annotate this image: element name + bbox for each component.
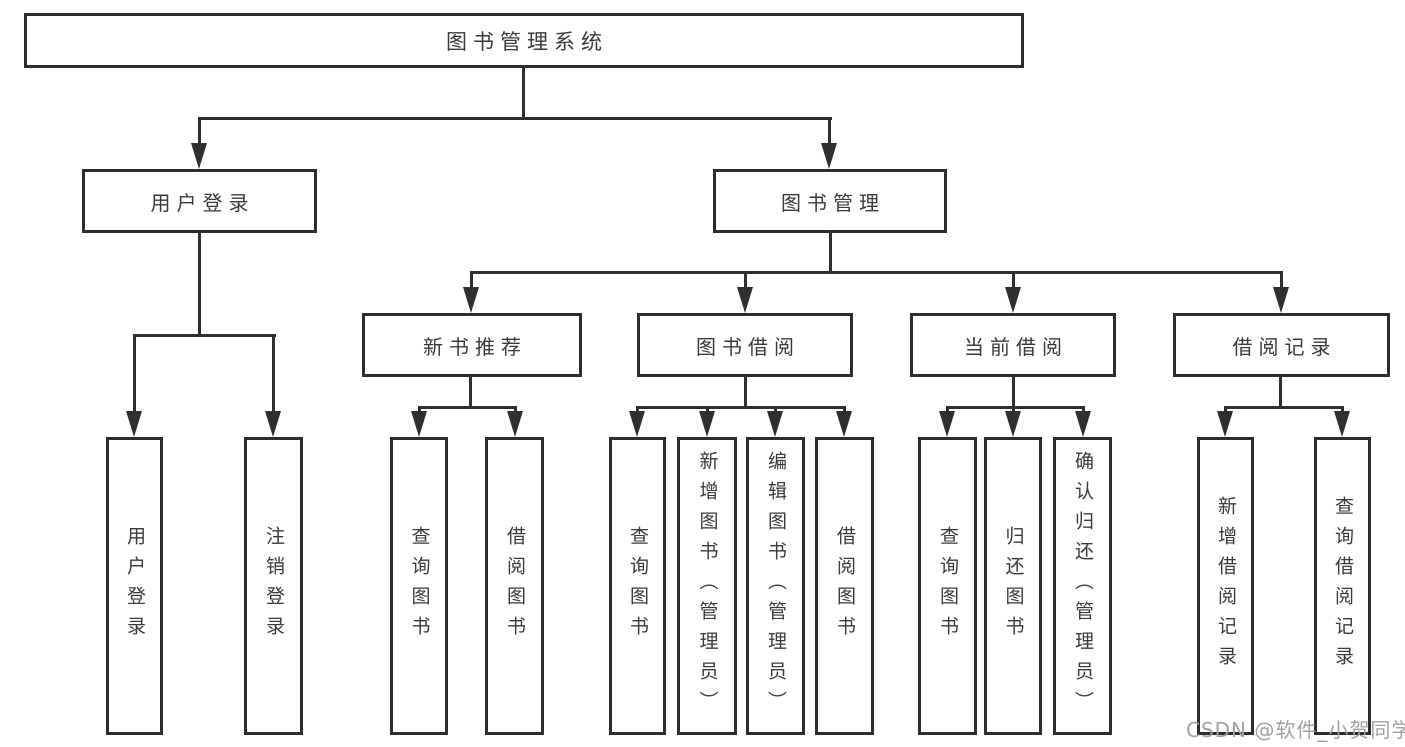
connector-records-stem: [1279, 376, 1282, 408]
arrow-down-user-login: [191, 117, 207, 169]
arrow-down-borrow-books-recommend: [507, 406, 523, 437]
connector-recommend-bar: [418, 406, 517, 409]
arrow-down-edit-book-admin: [767, 406, 783, 437]
csdn-watermark: CSDN @软件_小贺同学: [1186, 718, 1405, 742]
leaf-borrow-books-recommend: 借阅图书: [485, 437, 544, 735]
arrow-down-borrow-books: [836, 406, 852, 437]
node-book-borrowing: 图书借阅: [637, 313, 853, 377]
connector-borrowing-stem: [744, 376, 747, 408]
connector-root-bar: [198, 117, 832, 120]
connector-root-stem: [522, 68, 525, 118]
leaf-borrow-books: 借阅图书: [815, 437, 874, 735]
arrow-down-book-borrowing: [737, 271, 753, 313]
leaf-query-borrow-record: 查询借阅记录: [1314, 437, 1371, 735]
leaf-edit-book-admin: 编辑图书（管理员）: [746, 437, 805, 735]
arrow-down-add-book-admin: [699, 406, 715, 437]
arrow-down-confirm-return-admin: [1075, 406, 1091, 437]
connector-recommend-stem: [469, 376, 472, 408]
leaf-query-books-current: 查询图书: [918, 437, 977, 735]
node-user-login: 用户登录: [82, 169, 317, 233]
node-library-management-system: 图书管理系统: [24, 13, 1024, 68]
arrow-down-query-books-borrow: [629, 406, 645, 437]
connector-book-management-bar: [470, 271, 1283, 274]
leaf-add-borrow-record: 新增借阅记录: [1197, 437, 1254, 735]
arrow-down-leaf-user-login: [126, 334, 142, 437]
leaf-add-book-admin: 新增图书（管理员）: [677, 437, 737, 735]
arrow-down-return-book: [1005, 406, 1021, 437]
leaf-query-books-borrow: 查询图书: [609, 437, 666, 735]
connector-book-management-stem: [829, 231, 832, 273]
arrow-down-borrowing-records: [1273, 271, 1289, 313]
node-new-book-recommendation: 新书推荐: [362, 313, 582, 377]
node-book-management: 图书管理: [713, 169, 947, 233]
leaf-query-books-recommend: 查询图书: [390, 437, 448, 735]
node-borrowing-records: 借阅记录: [1173, 313, 1390, 377]
leaf-logout: 注销登录: [244, 437, 303, 735]
node-current-borrowing: 当前借阅: [910, 313, 1116, 377]
connector-user-login-stem: [198, 233, 201, 336]
arrow-down-leaf-logout: [265, 334, 281, 437]
connector-records-bar: [1224, 406, 1344, 409]
connector-user-login-bar: [133, 334, 276, 337]
arrow-down-current-borrowing: [1005, 271, 1021, 313]
arrow-down-query-books-recommend: [411, 406, 427, 437]
arrow-down-query-books-current: [939, 406, 955, 437]
leaf-confirm-return-admin: 确认归还（管理员）: [1053, 437, 1112, 735]
connector-current-stem: [1012, 376, 1015, 408]
leaf-user-login: 用户登录: [106, 437, 163, 735]
arrow-down-book-management: [821, 117, 837, 169]
arrow-down-new-book-recommendation: [463, 271, 479, 313]
arrow-down-query-borrow-record: [1334, 406, 1350, 437]
connector-current-bar: [946, 406, 1085, 409]
arrow-down-add-borrow-record: [1217, 406, 1233, 437]
connector-borrowing-bar: [636, 406, 846, 409]
leaf-return-book: 归还图书: [984, 437, 1042, 735]
